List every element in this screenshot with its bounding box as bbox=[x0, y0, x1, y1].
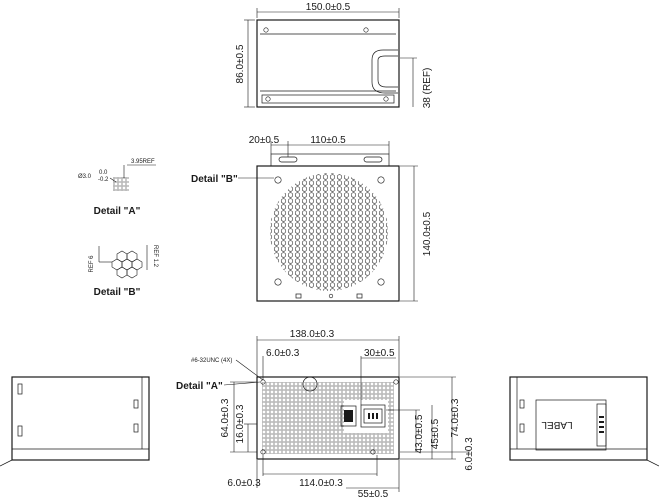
top-view: 150.0±0.5 86.0±0.5 38 (REF) bbox=[235, 2, 433, 108]
rear-dim-6-right: 6.0±0.3 bbox=[464, 437, 475, 471]
rear-dim-6-bottom: 6.0±0.3 bbox=[227, 478, 261, 489]
front-left-dim: 20±0.5 bbox=[249, 135, 280, 146]
rear-dim-30: 30±0.5 bbox=[364, 348, 395, 359]
rear-dim-6-top: 6.0±0.3 bbox=[266, 348, 300, 359]
front-height-dim: 140.0±0.5 bbox=[422, 211, 433, 256]
top-height-dim: 86.0±0.5 bbox=[235, 44, 246, 83]
rear-dim-114: 114.0±0.3 bbox=[299, 478, 343, 489]
detail-a-tol-upper: 0.0 bbox=[99, 170, 108, 176]
right-side-view: LABEL bbox=[509, 376, 659, 467]
detail-a-callout: Detail "A" bbox=[176, 381, 223, 392]
fan-grille bbox=[270, 173, 388, 291]
rear-dim-43: 43.0±0.5 bbox=[414, 414, 425, 453]
rear-vent-top bbox=[344, 382, 394, 400]
detail-b-ref12: REF 1.2 bbox=[152, 245, 158, 268]
top-width-dim: 150.0±0.5 bbox=[306, 2, 351, 13]
rear-width-dim: 138.0±0.3 bbox=[290, 329, 335, 340]
rear-dim-64: 64.0±0.3 bbox=[220, 398, 231, 437]
power-switch bbox=[340, 405, 357, 427]
rear-dim-74: 74.0±0.3 bbox=[450, 398, 461, 437]
left-side-view bbox=[0, 376, 150, 467]
left-side-body bbox=[11, 376, 150, 461]
front-view: 20±0.5 110±0.5 140.0±0.5 Detail "B" bbox=[191, 135, 433, 302]
rear-vent-bottom bbox=[344, 433, 388, 454]
front-span-dim: 110±0.5 bbox=[310, 135, 346, 146]
screw-note: #6-32UNC (4X) bbox=[191, 358, 232, 364]
top-view-body bbox=[256, 19, 400, 108]
rear-view: 138.0±0.3 #6-32UNC (4X) 6.0±0.3 30±0.5 D… bbox=[176, 329, 475, 500]
rear-dim-16: 16.0±0.3 bbox=[235, 404, 246, 443]
detail-a-title: Detail "A" bbox=[94, 206, 141, 217]
detail-b-callout: Detail "B" bbox=[191, 174, 238, 185]
top-ref-dim: 38 (REF) bbox=[422, 68, 433, 109]
detail-b-title: Detail "B" bbox=[94, 287, 141, 298]
detail-b-ref6: REF 6 bbox=[89, 255, 95, 273]
rear-dim-45: 45±0.5 bbox=[430, 418, 441, 449]
right-side-body bbox=[509, 376, 648, 461]
detail-a: Ø3.0 0.0 -0.2 3.95REF Detail "A" bbox=[78, 159, 156, 217]
rear-vent-right bbox=[388, 400, 394, 454]
rear-vent-left bbox=[262, 382, 344, 454]
rear-dim-55: 55±0.5 bbox=[358, 489, 389, 500]
detail-a-pattern bbox=[113, 177, 129, 191]
detail-b-hex-cluster bbox=[111, 250, 143, 279]
detail-a-tol-lower: -0.2 bbox=[98, 177, 109, 183]
ac-inlet bbox=[360, 404, 386, 428]
detail-a-ref: 3.95REF bbox=[131, 159, 155, 165]
label-text: LABEL bbox=[541, 419, 573, 430]
detail-b: REF 6 REF 1.2 Detail "B" bbox=[89, 245, 158, 298]
detail-a-dia: Ø3.0 bbox=[78, 174, 92, 180]
